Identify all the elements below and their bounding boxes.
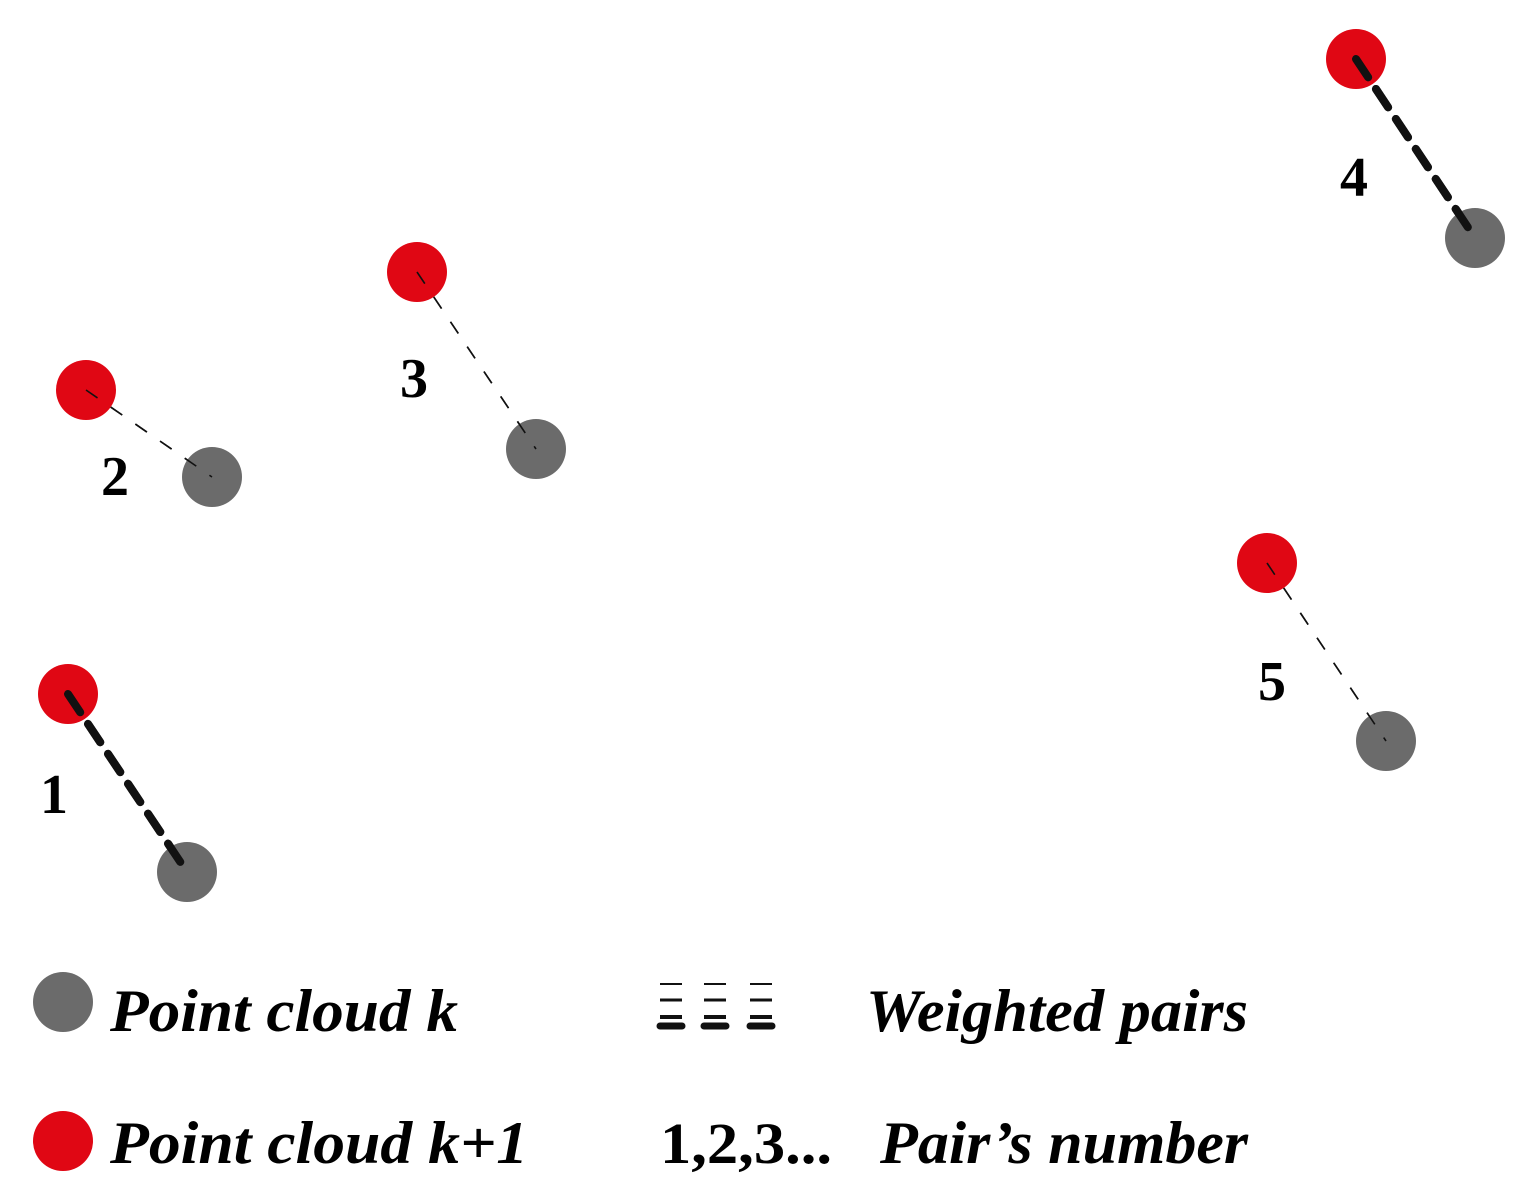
pair-1-link-overlay xyxy=(64,690,191,876)
legend-cloud-k-label: Point cloud k xyxy=(109,978,458,1044)
legend-cloud-k1-swatch xyxy=(33,1111,93,1171)
legend-pair-number-symbol: 1,2,3... xyxy=(660,1111,832,1176)
pair-4-point-k xyxy=(1445,208,1505,268)
pair-3-link-overlay xyxy=(416,271,537,450)
weighted-pairs-symbol xyxy=(656,983,776,1030)
pair-4-link-overlay xyxy=(1352,55,1479,242)
pair-3-number: 3 xyxy=(400,348,428,410)
legend-item-cloud-k1: Point cloud k+1 xyxy=(33,1110,528,1176)
pair-5-number: 5 xyxy=(1258,651,1286,713)
legend-item-weighted-pairs: Weighted pairs xyxy=(656,978,1248,1044)
pair-4-number: 4 xyxy=(1340,147,1368,209)
pair-1: 1 xyxy=(38,664,217,902)
pair-2-link-overlay xyxy=(85,389,213,478)
legend-pair-number-label: Pair’s number xyxy=(879,1110,1249,1176)
legend: Point cloud k Point cloud k+1 Weigh xyxy=(33,972,1249,1176)
legend-weighted-pairs-label: Weighted pairs xyxy=(866,978,1248,1044)
pair-4: 4 xyxy=(1326,29,1505,268)
pair-2: 2 xyxy=(56,360,242,508)
pair-2-number: 2 xyxy=(101,446,129,508)
legend-cloud-k1-label: Point cloud k+1 xyxy=(109,1110,528,1176)
legend-item-cloud-k: Point cloud k xyxy=(33,972,458,1044)
legend-cloud-k-swatch xyxy=(33,972,93,1032)
legend-item-pair-number: 1,2,3... Pair’s number xyxy=(660,1110,1249,1176)
pair-1-number: 1 xyxy=(40,764,68,826)
pair-1-point-k xyxy=(157,842,217,902)
pair-5-link-overlay xyxy=(1266,562,1387,742)
pair-3: 3 xyxy=(387,242,566,479)
pair-5: 5 xyxy=(1237,533,1416,771)
